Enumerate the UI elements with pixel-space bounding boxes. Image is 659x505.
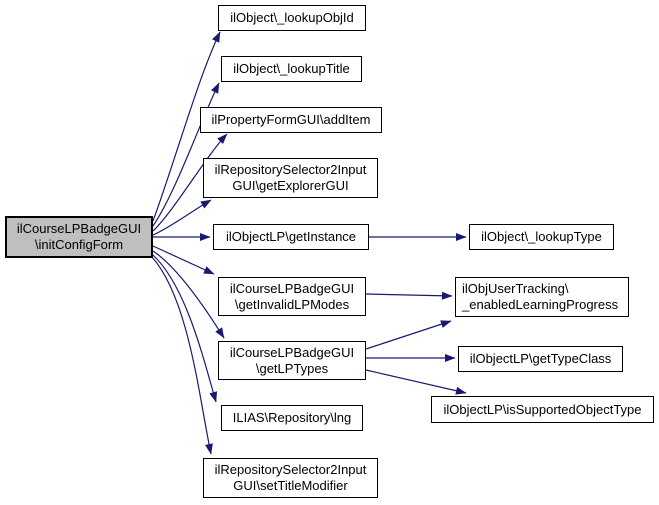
node-label-line: ilObjectLP\getInstance: [225, 229, 357, 244]
node-label-line: GUI\setTitleModifier: [233, 478, 348, 493]
edge-initConfigForm-lookupTitle: [152, 82, 220, 227]
node-initConfigForm: ilCourseLPBadgeGUI \initConfigForm: [5, 216, 153, 258]
node-lookupTitle[interactable]: ilObject\_lookupTitle: [221, 56, 362, 82]
edge-getLPTypes-isSupportedObjectType: [365, 369, 467, 395]
node-label-line: ilObject\_lookupObjId: [230, 10, 354, 25]
edge-initConfigForm-addItem: [152, 133, 228, 232]
node-label-line: ilObject\_lookupTitle: [233, 61, 350, 76]
edge-initConfigForm-setTitleModifier: [151, 256, 213, 455]
node-label-line: ilObjectLP\getTypeClass: [469, 351, 612, 366]
node-label-line: ilPropertyFormGUI\addItem: [211, 112, 371, 127]
node-label-line: ilObjUserTracking\: [462, 281, 569, 296]
node-label-line: ilObjectLP\isSupportedObjectType: [443, 401, 642, 417]
node-enabledLearningProgress[interactable]: ilObjUserTracking\ _enabledLearningProgr…: [455, 277, 629, 317]
node-lookupType[interactable]: ilObject\_lookupType: [469, 224, 614, 250]
node-getInvalidLPModes[interactable]: ilCourseLPBadgeGUI \getInvalidLPModes: [218, 277, 366, 316]
node-label-line: ilCourseLPBadgeGUI: [16, 221, 142, 236]
node-getExplorerGUI[interactable]: ilRepositorySelector2Input GUI\getExplor…: [203, 158, 378, 198]
edge-initConfigForm-lookupObjId: [152, 31, 221, 222]
edge-initConfigForm-getExplorerGUI: [152, 199, 212, 236]
node-isSupportedObjectType[interactable]: ilObjectLP\isSupportedObjectType: [431, 396, 654, 423]
node-label-line: \getLPTypes: [255, 360, 329, 376]
node-label-line: ilObject\_lookupType: [481, 229, 602, 244]
node-label-line: ilCourseLPBadgeGUI: [229, 344, 355, 360]
node-getInstance[interactable]: ilObjectLP\getInstance: [213, 224, 369, 250]
edge-getInvalidLPModes-enabledLearningProgress: [365, 291, 453, 300]
node-label-line: GUI\getExplorerGUI: [232, 178, 349, 193]
node-label-line: _enabledLearningProgress: [462, 297, 619, 312]
node-label-line: \initConfigForm: [34, 237, 124, 252]
edge-initConfigForm-lng: [152, 254, 218, 403]
node-setTitleModifier[interactable]: ilRepositorySelector2Input GUI\setTitleM…: [203, 458, 378, 498]
node-label-line: ILIAS\Repository\lng: [232, 410, 352, 425]
node-addItem[interactable]: ilPropertyFormGUI\addItem: [200, 107, 382, 133]
node-label-line: ilRepositorySelector2Input: [214, 462, 367, 477]
edge-initConfigForm-getInvalidLPModes: [152, 245, 215, 275]
node-label-line: ilRepositorySelector2Input: [214, 162, 367, 177]
node-lng[interactable]: ILIAS\Repository\lng: [221, 405, 363, 431]
node-getLPTypes[interactable]: ilCourseLPBadgeGUI \getLPTypes: [218, 341, 366, 380]
edge-initConfigForm-getLPTypes: [152, 250, 225, 339]
node-label-line: ilCourseLPBadgeGUI: [229, 280, 355, 296]
node-label-line: \getInvalidLPModes: [234, 296, 350, 312]
edge-getLPTypes-enabledLearningProgress: [365, 320, 452, 350]
node-lookupObjId[interactable]: ilObject\_lookupObjId: [218, 5, 366, 31]
node-getTypeClass[interactable]: ilObjectLP\getTypeClass: [458, 346, 623, 372]
